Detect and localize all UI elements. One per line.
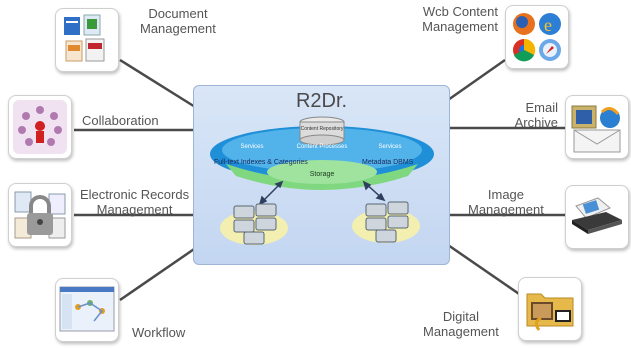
scanner-icon	[572, 197, 622, 234]
workflow-screenshot-icon	[59, 286, 115, 332]
padlock-documents-icon	[14, 191, 66, 239]
records-tile	[8, 183, 72, 247]
fulltext-label: Full-text Indexes & Categories	[214, 159, 308, 166]
document-management-tile	[55, 8, 119, 72]
browser-icons: e	[513, 13, 561, 62]
workflow-label: Workflow	[132, 325, 186, 340]
left-disk-stack	[233, 203, 277, 245]
media-folder-icon	[526, 293, 574, 331]
system-title: R2Dr.	[295, 90, 348, 112]
email-tile	[565, 95, 629, 159]
r2dr-system-box: R2Dr. Content Repository Content Process…	[193, 85, 450, 265]
document-icons	[64, 14, 105, 62]
right-disk-stack	[365, 201, 409, 243]
services-left-label: Services	[240, 144, 263, 150]
image-tile	[565, 185, 629, 249]
collaboration-label: Collaboration	[82, 113, 159, 128]
people-circle-icon	[13, 100, 67, 154]
svg-text:e: e	[544, 15, 552, 35]
repository-label: Content Repository	[301, 126, 344, 132]
collaboration-tile	[8, 95, 72, 159]
arrows	[258, 180, 386, 206]
workflow-tile	[55, 278, 119, 342]
digital-tile	[518, 277, 582, 341]
webcontent-tile: e	[505, 5, 569, 69]
envelope-icon	[571, 105, 621, 153]
system-architecture: Content Repository Content Processes Ser…	[210, 116, 434, 245]
storage-band	[226, 164, 418, 190]
services-right-label: Services	[378, 144, 401, 150]
metadata-label: Metadata DBMS	[362, 159, 414, 166]
content-processes-label: Content Processes	[297, 144, 348, 150]
storage-label: Storage	[310, 171, 335, 178]
